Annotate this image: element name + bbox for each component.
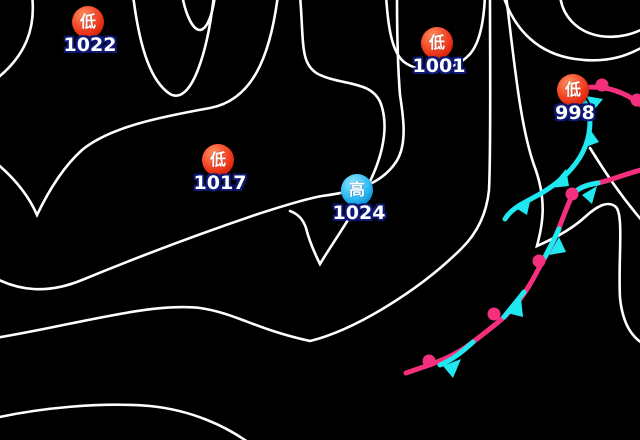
pressure-value-label: 1001 bbox=[412, 55, 466, 77]
isobar bbox=[0, 0, 405, 291]
isobar bbox=[288, 0, 386, 267]
pressure-center-low-marker: 低 bbox=[421, 27, 453, 59]
isobar bbox=[0, 0, 279, 219]
pressure-value-label: 1017 bbox=[193, 172, 247, 194]
warm-front bbox=[572, 78, 640, 108]
cold-front-triangle bbox=[583, 128, 599, 148]
pressure-type-symbol: 高 bbox=[348, 180, 365, 199]
pressure-center-low-marker: 低 bbox=[557, 74, 589, 106]
pressure-center-high-marker: 高 bbox=[341, 174, 373, 206]
pressure-center-low-marker: 低 bbox=[202, 144, 234, 176]
stationary-front-triangle bbox=[507, 298, 523, 317]
stationary-front-semicircle bbox=[422, 354, 436, 368]
isobar bbox=[132, 0, 215, 97]
stationary-front-cold-segment bbox=[437, 339, 476, 368]
isobar bbox=[0, 0, 35, 78]
isobar bbox=[181, 0, 216, 32]
pressure-type-symbol: 低 bbox=[428, 33, 445, 52]
pressure-value-label: 1022 bbox=[63, 34, 117, 56]
isobar bbox=[503, 0, 640, 62]
isobar bbox=[0, 0, 492, 343]
cold-front-triangle bbox=[514, 197, 531, 215]
pressure-value-label: 1024 bbox=[332, 202, 386, 224]
cold-front-triangle bbox=[550, 169, 569, 188]
pressure-value-label: 998 bbox=[555, 102, 595, 124]
isobar bbox=[505, 0, 640, 344]
front-lines bbox=[403, 78, 640, 378]
stationary-front-triangle bbox=[549, 237, 566, 255]
isobar bbox=[559, 0, 640, 39]
warm-front-semicircle bbox=[630, 93, 640, 107]
stationary-front-semicircle bbox=[565, 187, 579, 201]
stationary-front-semicircle bbox=[532, 254, 546, 268]
isobar bbox=[385, 0, 487, 72]
pressure-type-symbol: 低 bbox=[564, 80, 581, 99]
warm-front-semicircle bbox=[595, 78, 609, 92]
stationary-front-triangle bbox=[443, 359, 461, 378]
pressure-type-symbol: 低 bbox=[79, 12, 96, 31]
pressure-type-symbol: 低 bbox=[209, 150, 226, 169]
isobar bbox=[588, 146, 640, 221]
cold-front-triangle bbox=[586, 96, 603, 110]
stationary-front-triangle bbox=[582, 186, 597, 204]
stationary-front bbox=[403, 167, 640, 378]
stationary-front-semicircle bbox=[487, 307, 501, 321]
isobar bbox=[0, 403, 248, 440]
stationary-front-cold-segment bbox=[542, 226, 562, 260]
pressure-center-low-marker: 低 bbox=[72, 6, 104, 38]
stationary-front-cold-segment bbox=[501, 289, 527, 320]
cold-front bbox=[502, 92, 603, 222]
